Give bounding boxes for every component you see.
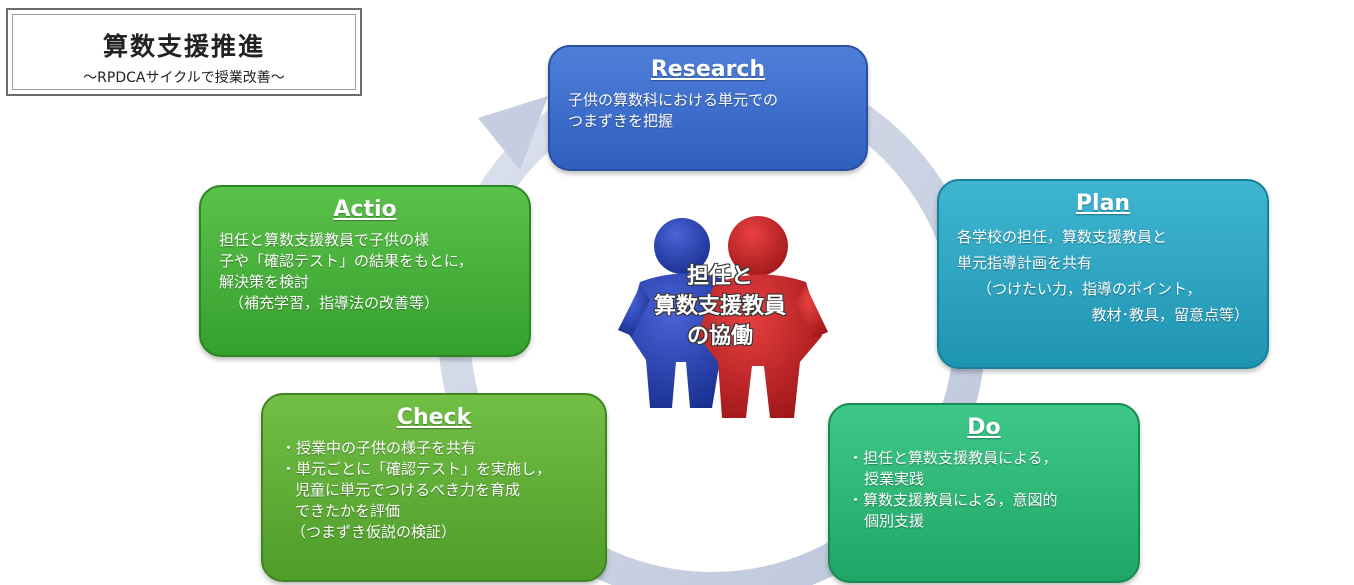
check-line-4: できたかを評価 (295, 502, 401, 520)
plan-box: Plan 各学校の担任，算数支援教員と 単元指導計画を共有 （つけたい力，指導の… (937, 179, 1269, 369)
actio-box: Actio 担任と算数支援教員で子供の様 子や「確認テスト」の結果をもとに， 解… (199, 185, 531, 357)
title-subtitle: ～RPDCAサイクルで授業改善～ (83, 70, 285, 86)
check-box: Check ・授業中の子供の様子を共有 ・単元ごとに「確認テスト」を実施し， 児… (261, 393, 607, 582)
title-main: 算数支援推進 (102, 32, 265, 61)
red-person-icon (698, 216, 828, 418)
title-inner: 算数支援推進 ～RPDCAサイクルで授業改善～ (12, 14, 356, 90)
actio-line-2: 子や「確認テスト」の結果をもとに， (219, 252, 473, 270)
plan-line-3: （つけたい力，指導のポイント， (977, 280, 1202, 298)
plan-line-4: 教材･教具，留意点等） (1091, 306, 1249, 324)
check-heading: Check (396, 405, 472, 430)
center-line-1: 担任と (686, 264, 753, 289)
center-line-2: 算数支援教員 (653, 294, 786, 319)
do-line-4: 個別支援 (864, 512, 925, 530)
actio-line-1: 担任と算数支援教員で子供の様 (219, 231, 430, 249)
research-line-1: 子供の算数科における単元での (568, 91, 779, 109)
do-line-2: 授業実践 (864, 470, 925, 488)
actio-heading: Actio (333, 197, 397, 222)
plan-heading: Plan (1075, 191, 1131, 216)
research-heading: Research (650, 57, 766, 82)
center-caption: 担任と 算数支援教員 の協働 (620, 262, 820, 352)
cycle-arrow-head (478, 96, 548, 170)
plan-line-2: 単元指導計画を共有 (957, 254, 1093, 272)
research-box: Research 子供の算数科における単元での つまずきを把握 (548, 45, 868, 171)
do-heading: Do (967, 415, 1001, 440)
center-line-3: の協働 (686, 324, 753, 349)
check-line-3: 児童に単元でつけるべき力を育成 (295, 481, 521, 499)
plan-line-1: 各学校の担任，算数支援教員と (957, 228, 1168, 246)
check-line-5: （つまずき仮説の検証） (291, 523, 457, 541)
do-line-1: ・担任と算数支援教員による， (848, 449, 1058, 467)
do-box: Do ・担任と算数支援教員による， 授業実践 ・算数支援教員による，意図的 個別… (828, 403, 1140, 583)
research-line-2: つまずきを把握 (568, 112, 674, 130)
actio-line-4: （補充学習，指導法の改善等） (229, 294, 440, 312)
do-line-3: ・算数支援教員による，意図的 (848, 491, 1058, 509)
actio-line-3: 解決策を検討 (219, 273, 310, 291)
check-line-1: ・授業中の子供の様子を共有 (281, 439, 477, 457)
title-box: 算数支援推進 ～RPDCAサイクルで授業改善～ (6, 8, 362, 96)
check-line-2: ・単元ごとに「確認テスト」を実施し， (281, 460, 552, 478)
